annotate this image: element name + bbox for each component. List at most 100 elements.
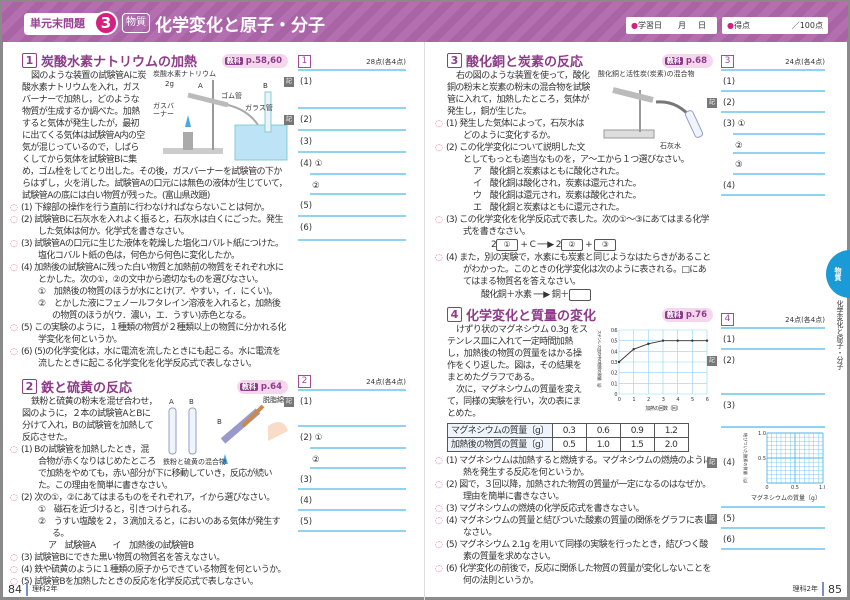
descriptive-mark-icon: 記 — [707, 98, 717, 108]
section-number: 1 — [22, 53, 37, 68]
answer-field[interactable]: (5) — [298, 511, 406, 532]
ref-pages: p.68 — [685, 55, 707, 66]
answer-field[interactable]: 記(5) — [707, 508, 825, 529]
answer-field[interactable]: (4) — [721, 175, 825, 196]
thinking-mark-icon: ◌ — [10, 493, 18, 503]
answer-field[interactable]: (4) ① — [300, 159, 323, 169]
answer-field[interactable]: (3) — [298, 469, 406, 490]
question: ◌(3) 試験管Bにできた黒い物質の物質名を答えなさい。 — [10, 553, 225, 563]
intro-text: 鉄粉と硫黄の粉末を混ぜ合わせ，図のように，２本の試験管AとBに分けて入れ，Bの試… — [22, 397, 158, 443]
answer-field[interactable]: (6) — [298, 217, 406, 241]
data-point — [661, 339, 665, 342]
points: 28点(各4点) — [366, 57, 406, 66]
thinking-mark-icon: ◌ — [10, 445, 18, 455]
thinking-mark-icon: ◌ — [10, 565, 18, 575]
figure-label: B — [263, 82, 268, 90]
answer-field[interactable]: (5) — [298, 195, 406, 217]
page-number: 84 — [8, 582, 22, 596]
answer-field[interactable]: (3) ① — [723, 119, 746, 129]
y-tick-label: 0 — [614, 392, 617, 398]
sub-question: ② うすい塩酸を２，３滴加えると，においのある気体が発生する。 — [38, 517, 281, 539]
category-badge: 物質 — [122, 13, 150, 33]
month-label: 月 — [677, 21, 686, 30]
x-tick-label: 4 — [676, 397, 679, 403]
answer-field[interactable]: 記(2) — [284, 109, 406, 131]
descriptive-mark-icon: 記 — [707, 356, 717, 366]
answer-field[interactable]: (2) ① — [300, 433, 323, 443]
section-title: 鉄と硫黄の反応 — [41, 381, 133, 396]
answer-field[interactable]: ② — [733, 133, 825, 154]
thinking-mark-icon: ◌ — [10, 239, 18, 249]
answer-field[interactable]: (1) — [721, 329, 825, 350]
score-box[interactable]: ●得点／100点 — [722, 17, 828, 34]
score-label: 得点 — [733, 21, 750, 30]
descriptive-mark-icon: 記 — [707, 458, 717, 468]
answer-field[interactable]: (3) — [721, 395, 825, 428]
answer-field[interactable]: 記(1) — [284, 391, 406, 427]
answer-field[interactable]: (6) — [721, 529, 825, 550]
question: ◌(6) 化学変化の前後で，反応に関係した物質の質量が変化しないことを何の法則と… — [435, 564, 711, 586]
page-gutter — [424, 42, 425, 600]
descriptive-mark-icon: 記 — [707, 514, 717, 524]
section-2-body: A B 鉄粉と硫黄の混合物 B 脱脂綿 鉄粉と硫黄の粉末を混ぜ合わせ，図のように… — [10, 396, 288, 588]
answer-field[interactable]: (4) — [298, 490, 406, 511]
answer-field[interactable]: 記(2) — [707, 350, 825, 395]
answer-field[interactable]: 記(2) — [707, 92, 825, 113]
figure-label: 鉄粉と硫黄の混合物 — [163, 458, 226, 466]
subject-label: 理科2年 — [792, 585, 818, 593]
thinking-mark-icon: ◌ — [10, 553, 18, 563]
choice: ア 酸化銅と炭素はともに酸化された。 — [473, 167, 625, 177]
choices: ア 試験管A イ 加熱後の試験管B — [48, 541, 194, 551]
answer-field[interactable]: ② — [310, 173, 406, 195]
x-tick-label: 1 — [632, 397, 635, 403]
sub-question: ① 磁石を近づけると，引きつけられる。 — [38, 505, 197, 515]
answer-field[interactable]: (1) — [721, 71, 825, 92]
thinking-mark-icon: ◌ — [10, 215, 18, 225]
page-number: 85 — [828, 582, 842, 596]
data-point — [691, 339, 694, 342]
descriptive-mark-icon: 記 — [284, 397, 294, 407]
intro-text: 図のような装置の試験管Aに炭酸水素ナトリウムを入れ，ガスバーナーで加熱し，どのよ… — [22, 71, 288, 201]
thinking-mark-icon: ◌ — [10, 323, 18, 333]
footer-right: 理科2年 85 — [793, 582, 842, 596]
question: ◌(3) 試験管Aの口元に生じた液体を乾燥した塩化コバルト紙につけた。塩化コバル… — [10, 239, 284, 261]
data-point — [647, 342, 650, 346]
choice: エ 酸化銅と炭素はともに還元された。 — [473, 203, 625, 213]
page-title: 化学変化と原子・分子 — [155, 16, 325, 36]
y-tick-label: 0.2 — [611, 371, 618, 377]
answer-field[interactable]: ② — [310, 447, 406, 469]
apparatus-illustration — [163, 80, 288, 161]
unit-label: 単元末問題 — [24, 13, 111, 35]
answer-field[interactable]: ③ — [733, 154, 825, 175]
question: ◌(3) マグネシウムの燃焼の化学反応式を書きなさい。 — [435, 504, 645, 514]
y-tick-label: 1.0 — [758, 431, 766, 437]
subject-label: 理科2年 — [32, 585, 58, 593]
study-date-box[interactable]: ●学習日月日 — [626, 17, 717, 34]
x-tick-label: 2 — [647, 397, 650, 403]
thinking-mark-icon: ◌ — [10, 263, 18, 273]
answer-field[interactable]: (3) — [298, 131, 406, 153]
question: ◌(2) 図で，３回以降，加熱された物質の質量が一定になるのはなぜか。理由を簡単… — [435, 480, 711, 502]
question: ◌(2) この化学変化について説明した文としてもっとも適当なものを，ア～エから１… — [435, 143, 690, 165]
figure-label: B — [217, 418, 222, 426]
x-tick-label: 3 — [662, 397, 665, 403]
thinking-mark-icon: ◌ — [435, 143, 443, 153]
answer-field[interactable]: 記(1) — [284, 71, 406, 109]
data-point — [676, 339, 679, 342]
